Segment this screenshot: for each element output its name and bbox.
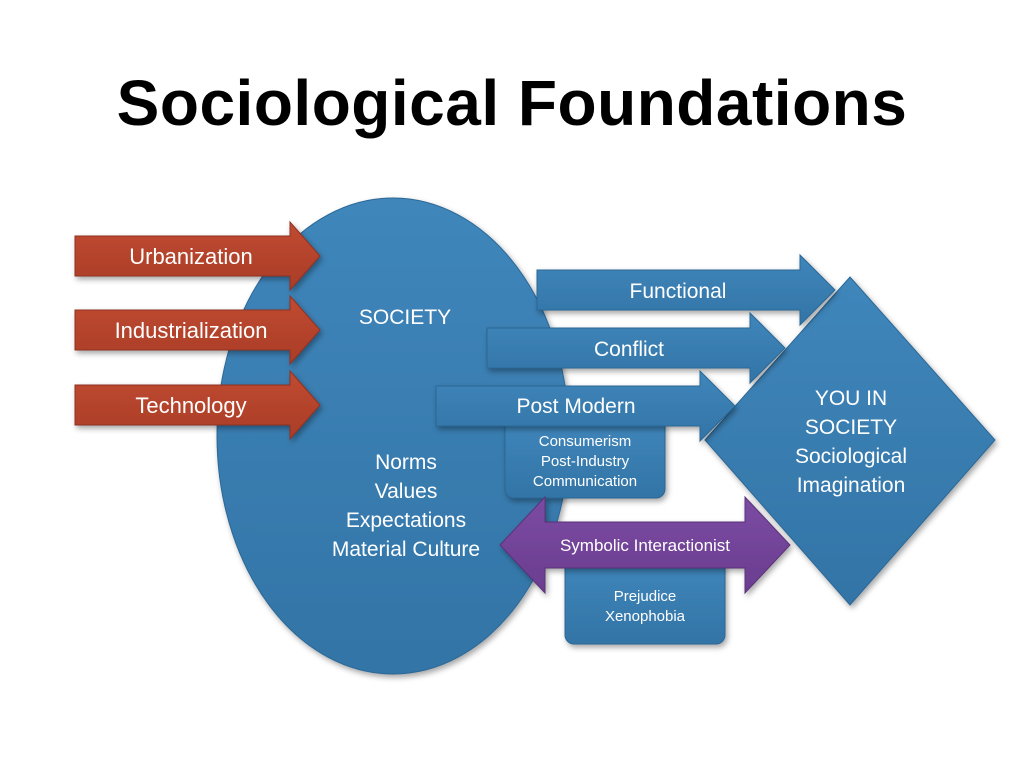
input-arrow-urbanization: Urbanization — [74, 220, 321, 292]
input-arrow-industrialization: Industrialization — [74, 294, 321, 366]
post-modern-item: Post-Industry — [541, 453, 630, 470]
diamond-line: YOU IN — [815, 387, 887, 410]
slide-title: Sociological Foundations — [116, 67, 908, 139]
diamond-line: Imagination — [797, 474, 906, 497]
input-arrow-label: Technology — [135, 393, 246, 418]
input-arrow-label: Industrialization — [115, 318, 268, 343]
symbolic-box: Prejudice Xenophobia — [564, 559, 726, 645]
input-arrow-label: Urbanization — [129, 244, 253, 269]
perspective-label: Functional — [630, 280, 727, 303]
perspective-arrow-post-modern: Post Modern — [435, 369, 736, 443]
perspective-label: Post Modern — [516, 395, 635, 418]
symbolic-interactionist-arrow: Symbolic Interactionist — [499, 495, 791, 595]
perspective-arrow-functional: Functional — [536, 253, 836, 327]
society-element: Material Culture — [332, 538, 480, 561]
diamond-line: SOCIETY — [805, 416, 897, 439]
society-element: Norms — [375, 451, 437, 474]
society-label: SOCIETY — [359, 306, 451, 329]
post-modern-item: Consumerism — [539, 433, 632, 450]
diamond-line: Sociological — [795, 445, 907, 468]
society-element: Expectations — [346, 509, 466, 532]
post-modern-box: Consumerism Post-Industry Communication — [504, 417, 666, 499]
symbolic-label: Symbolic Interactionist — [560, 536, 730, 555]
perspective-arrow-conflict: Conflict — [486, 311, 786, 385]
society-element: Values — [375, 480, 438, 503]
symbolic-item: Prejudice — [614, 588, 677, 605]
post-modern-item: Communication — [533, 473, 637, 490]
you-in-society-diamond: YOU IN SOCIETY Sociological Imagination — [704, 276, 996, 606]
perspective-label: Conflict — [594, 338, 664, 361]
input-arrow-technology: Technology — [74, 369, 321, 441]
symbolic-item: Xenophobia — [605, 608, 686, 625]
